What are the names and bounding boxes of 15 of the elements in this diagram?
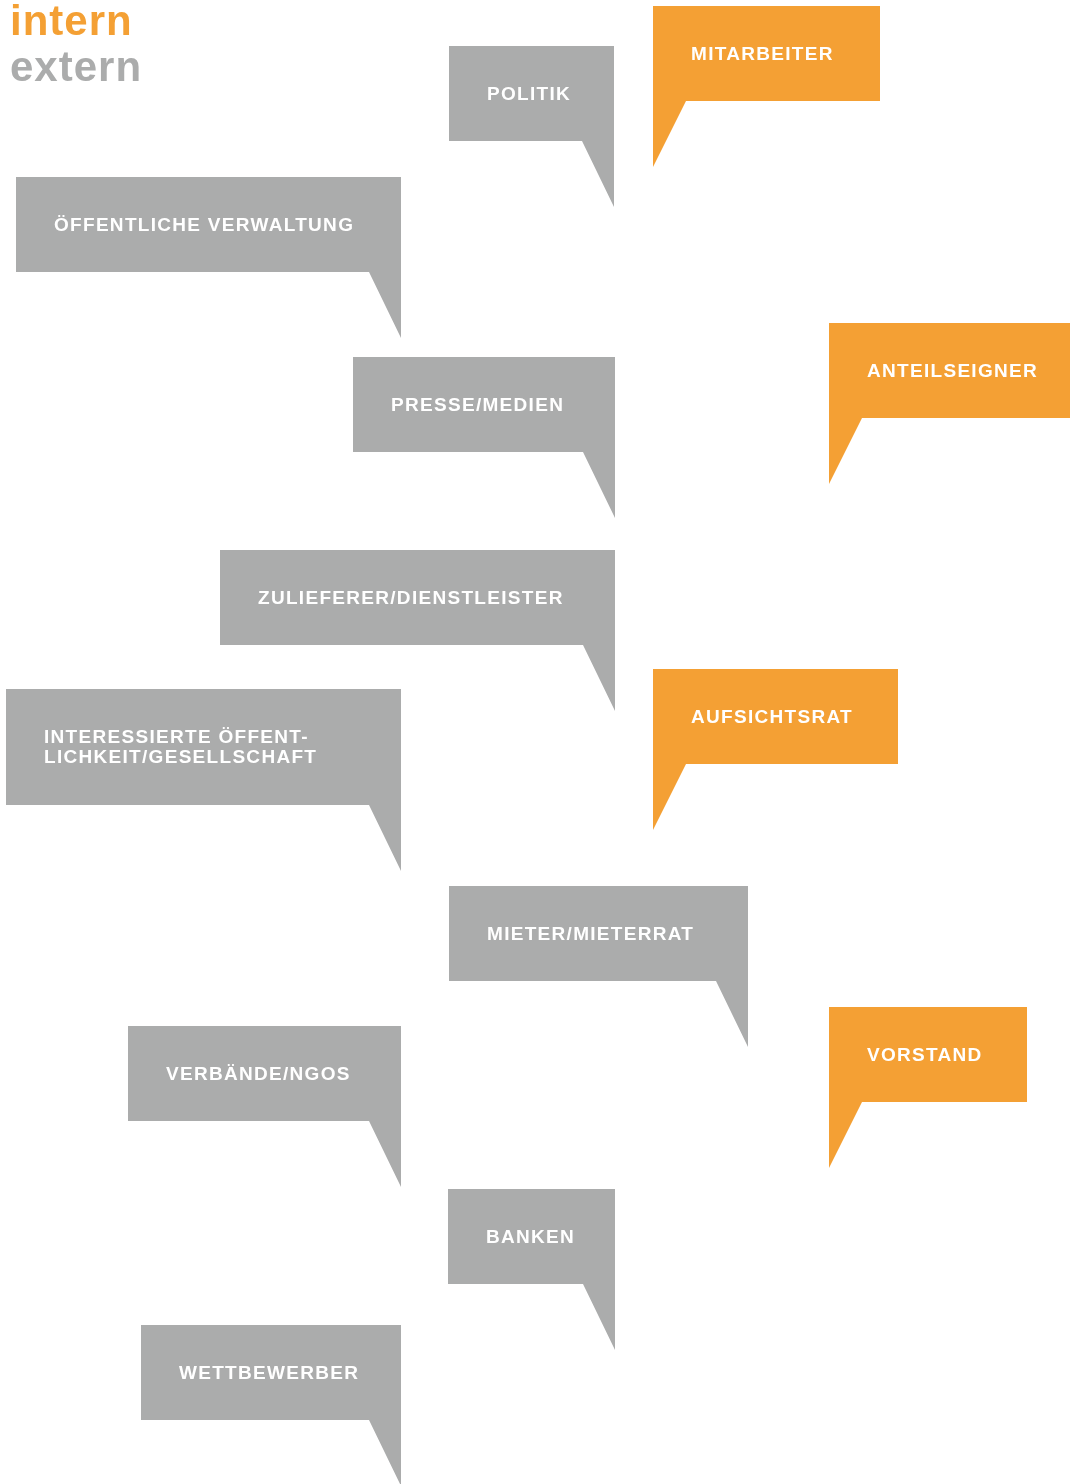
bubble-label: BANKEN (486, 1226, 576, 1247)
bubble-label: ÖFFENTLICHE VERWALTUNG (54, 214, 355, 235)
bubble-label: MIETER/MIETERRAT (487, 923, 695, 944)
bubble-label: VORSTAND (867, 1044, 983, 1065)
bubble-label: ZULIEFERER/DIENSTLEISTER (258, 587, 564, 608)
bubble-label: MITARBEITER (691, 43, 834, 64)
bubble-label: ANTEILSEIGNER (867, 360, 1039, 381)
legend-label: extern (10, 46, 143, 88)
bubble-label: PRESSE/MEDIEN (391, 394, 565, 415)
bubble-label: VERBÄNDE/NGOS (166, 1063, 351, 1084)
bubble-label: WETTBEWERBER (179, 1362, 360, 1383)
legend-label: intern (10, 0, 133, 42)
bubble-label: AUFSICHTSRAT (691, 706, 853, 727)
bubble-label: POLITIK (487, 83, 572, 104)
bubble-label: INTERESSIERTE ÖFFENT- LICHKEIT/GESELLSCHAFT (44, 727, 319, 767)
